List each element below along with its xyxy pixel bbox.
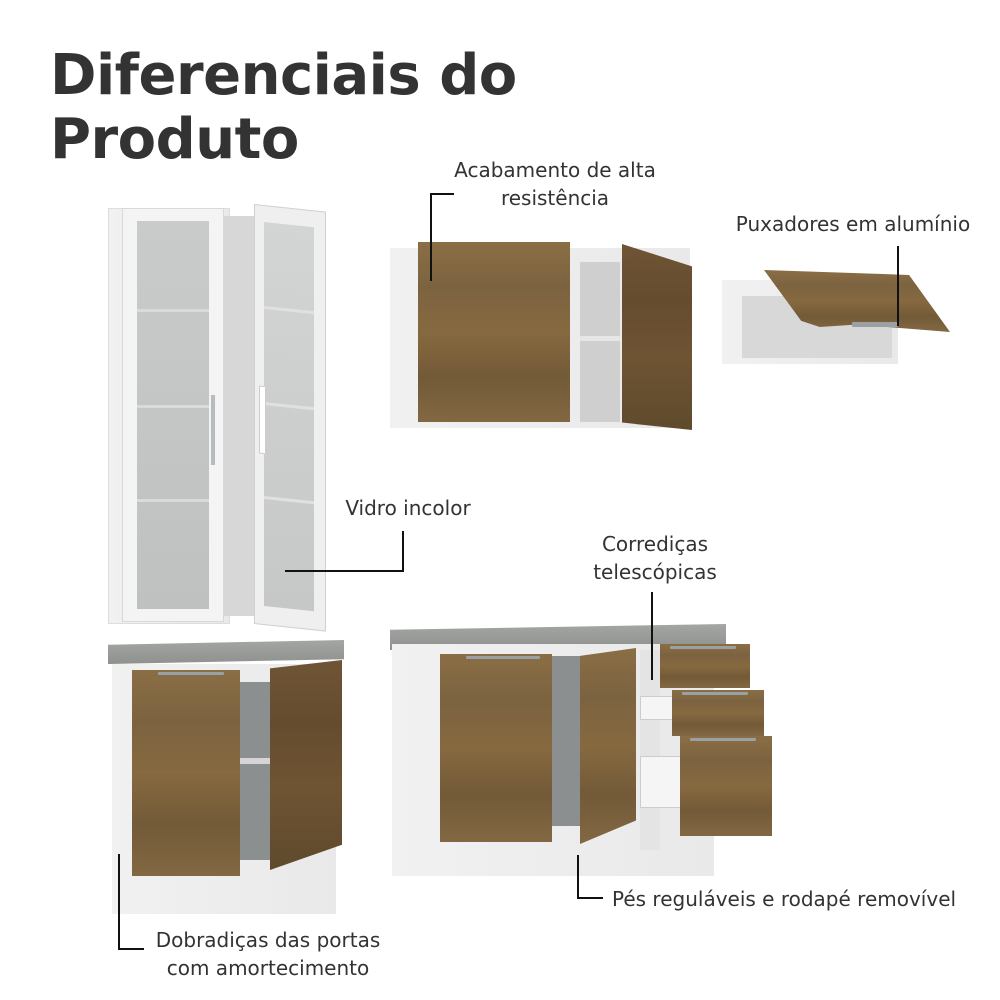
- feature-label-feet: Pés reguláveis e rodapé removível: [612, 885, 972, 913]
- leader-line-glass: [285, 570, 404, 572]
- leader-line-slides: [651, 592, 653, 680]
- feature-finish-line2: resistência: [500, 186, 610, 210]
- glass-door-left: [122, 208, 224, 622]
- feature-label-handles: Puxadores em alumínio: [728, 210, 978, 238]
- wall-cabinet-image: [390, 240, 700, 432]
- leader-line-handles: [897, 246, 899, 326]
- glass-door-right: [254, 204, 326, 632]
- base-door-left: [132, 670, 240, 876]
- title-line-1: Diferenciais do: [50, 43, 517, 108]
- title-line-2: Produto: [50, 107, 299, 172]
- large-base-door-right: [580, 648, 636, 844]
- base-cabinet-small-image: [108, 638, 348, 918]
- leader-line-finish: [430, 193, 432, 281]
- glass-cabinet-image: [108, 202, 328, 632]
- large-base-door-left: [440, 654, 552, 842]
- feature-hinges-line1: Dobradiças das portas: [155, 928, 381, 952]
- feature-slides-line2: telescópicas: [593, 560, 717, 584]
- leader-line-hinges: [118, 948, 144, 950]
- leader-line-feet: [577, 897, 603, 899]
- flip-cabinet-image: [722, 268, 954, 368]
- feature-label-hinges: Dobradiças das portas com amortecimento: [148, 926, 388, 982]
- feature-hinges-line2: com amortecimento: [166, 956, 370, 980]
- feature-finish-line1: Acabamento de alta: [454, 158, 656, 182]
- countertop: [108, 640, 344, 664]
- aluminium-handle: [852, 322, 898, 327]
- feature-label-glass: Vidro incolor: [338, 494, 478, 522]
- leader-line-hinges: [118, 854, 120, 950]
- wall-cabinet-door-right: [622, 244, 692, 430]
- feature-feet-line1: Pés reguláveis e rodapé removível: [612, 887, 957, 911]
- drawer-2: [672, 690, 764, 736]
- drawer-1: [660, 644, 750, 688]
- base-door-right: [270, 660, 342, 870]
- wall-cabinet-door-left: [418, 242, 570, 422]
- feature-label-finish: Acabamento de alta resistência: [440, 156, 670, 212]
- feature-handles-line1: Puxadores em alumínio: [735, 212, 971, 236]
- drawer-3: [680, 736, 772, 836]
- base-cabinet-large-image: [390, 620, 780, 880]
- feature-glass-line1: Vidro incolor: [345, 496, 471, 520]
- leader-line-feet: [577, 855, 579, 899]
- feature-slides-line1: Corrediças: [601, 532, 709, 556]
- leader-line-glass: [402, 531, 404, 572]
- leader-line-finish: [430, 193, 454, 195]
- feature-label-slides: Corrediças telescópicas: [580, 530, 730, 586]
- page-title: Diferenciais do Produto: [50, 44, 517, 172]
